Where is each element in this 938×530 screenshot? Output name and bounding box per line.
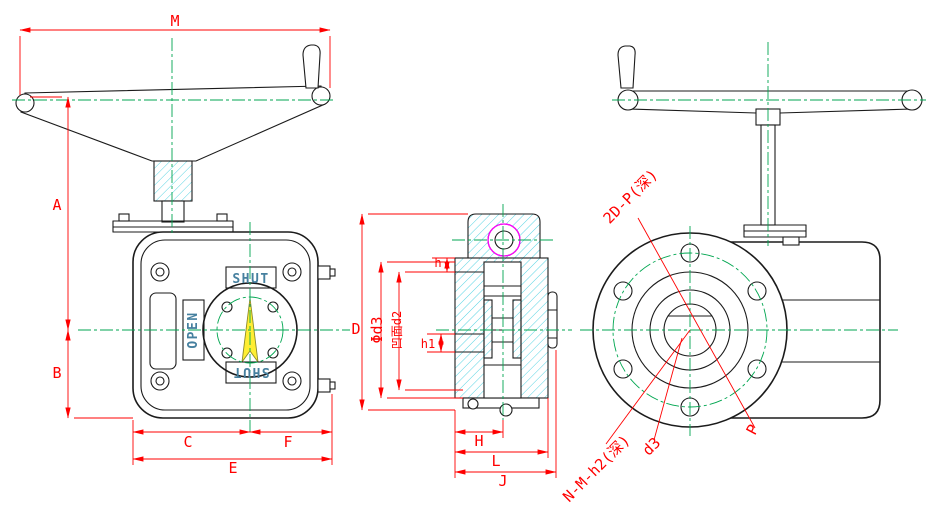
flange-bolt-hole bbox=[747, 359, 767, 379]
dim-label-a: A bbox=[52, 196, 61, 214]
section-view bbox=[454, 213, 558, 417]
dim-label-c: C bbox=[183, 433, 192, 451]
boss-hole bbox=[267, 347, 279, 359]
corner-bolt bbox=[282, 262, 302, 282]
front-view bbox=[15, 44, 336, 419]
handwheel-left-knob-boss bbox=[15, 93, 35, 113]
front-gearbox-body bbox=[132, 231, 336, 419]
dim-label-d: D bbox=[351, 320, 360, 338]
dim-label-top-holes: 2D-P(深) bbox=[600, 166, 662, 228]
dim-label-f: F bbox=[283, 433, 292, 451]
gearbox-housing-inner bbox=[140, 239, 311, 411]
boss-hole bbox=[221, 347, 233, 359]
boss-bolt-circle bbox=[216, 296, 284, 364]
dim-label-h: h bbox=[434, 256, 441, 270]
handwheel-hub-section bbox=[153, 160, 193, 202]
dim-label-l: L bbox=[491, 452, 500, 470]
input-shaft-stem bbox=[161, 200, 185, 223]
flange-side-tab bbox=[547, 291, 558, 349]
open-label: OPEN bbox=[186, 311, 201, 348]
corner-bolt bbox=[150, 371, 170, 391]
flange-bolt-hole bbox=[613, 359, 633, 379]
side-mounting-bracket bbox=[743, 224, 807, 246]
bracket-bolt-right bbox=[216, 213, 228, 222]
centerlines bbox=[12, 38, 926, 436]
dim-label-j: J bbox=[498, 472, 507, 490]
dim-label-h1: h1 bbox=[421, 337, 435, 351]
side-nameplate bbox=[149, 292, 177, 370]
dim-label-d3: d3 bbox=[639, 434, 665, 460]
dim-label-bottom-holes: N-M-h2(深) bbox=[559, 431, 633, 505]
side-plug-top bbox=[317, 265, 331, 280]
boss-hole bbox=[221, 301, 233, 313]
handwheel-grip-handle bbox=[302, 44, 321, 89]
shut-bottom-label: SHUT bbox=[232, 364, 269, 379]
front-handwheel bbox=[15, 44, 331, 223]
boss-hole bbox=[267, 301, 279, 313]
grease-plug bbox=[499, 403, 513, 417]
dim-label-concave-d2: 凹面d2 bbox=[390, 311, 404, 349]
shut-bottom-plate bbox=[225, 361, 277, 384]
bracket-bolt-left bbox=[118, 213, 130, 222]
flange-bolt-circle bbox=[612, 252, 768, 408]
dim-label-e: E bbox=[228, 459, 237, 477]
handwheel-grip-handle bbox=[617, 45, 636, 89]
handwheel-right-knob-boss bbox=[311, 86, 331, 106]
side-plug-bottom bbox=[317, 378, 331, 393]
side-handwheel bbox=[617, 45, 923, 226]
flange-bolt-hole bbox=[613, 281, 633, 301]
corner-bolt bbox=[150, 262, 170, 282]
corner-bolt bbox=[282, 371, 302, 391]
handwheel-rim bbox=[20, 85, 326, 162]
shut-top-label: SHUT bbox=[232, 272, 269, 287]
drain-plug bbox=[467, 398, 479, 410]
shut-top-plate bbox=[225, 266, 277, 289]
dim-label-phi-d3: Φd3 bbox=[368, 316, 386, 343]
dim-label-hh: H bbox=[474, 432, 483, 450]
worm-wheel-section bbox=[454, 285, 522, 366]
dim-label-b: B bbox=[52, 364, 61, 382]
dimension-lines bbox=[19, 27, 756, 478]
dim-label-m: M bbox=[170, 12, 179, 30]
flange-bolt-hole bbox=[747, 281, 767, 301]
side-view bbox=[592, 45, 923, 428]
